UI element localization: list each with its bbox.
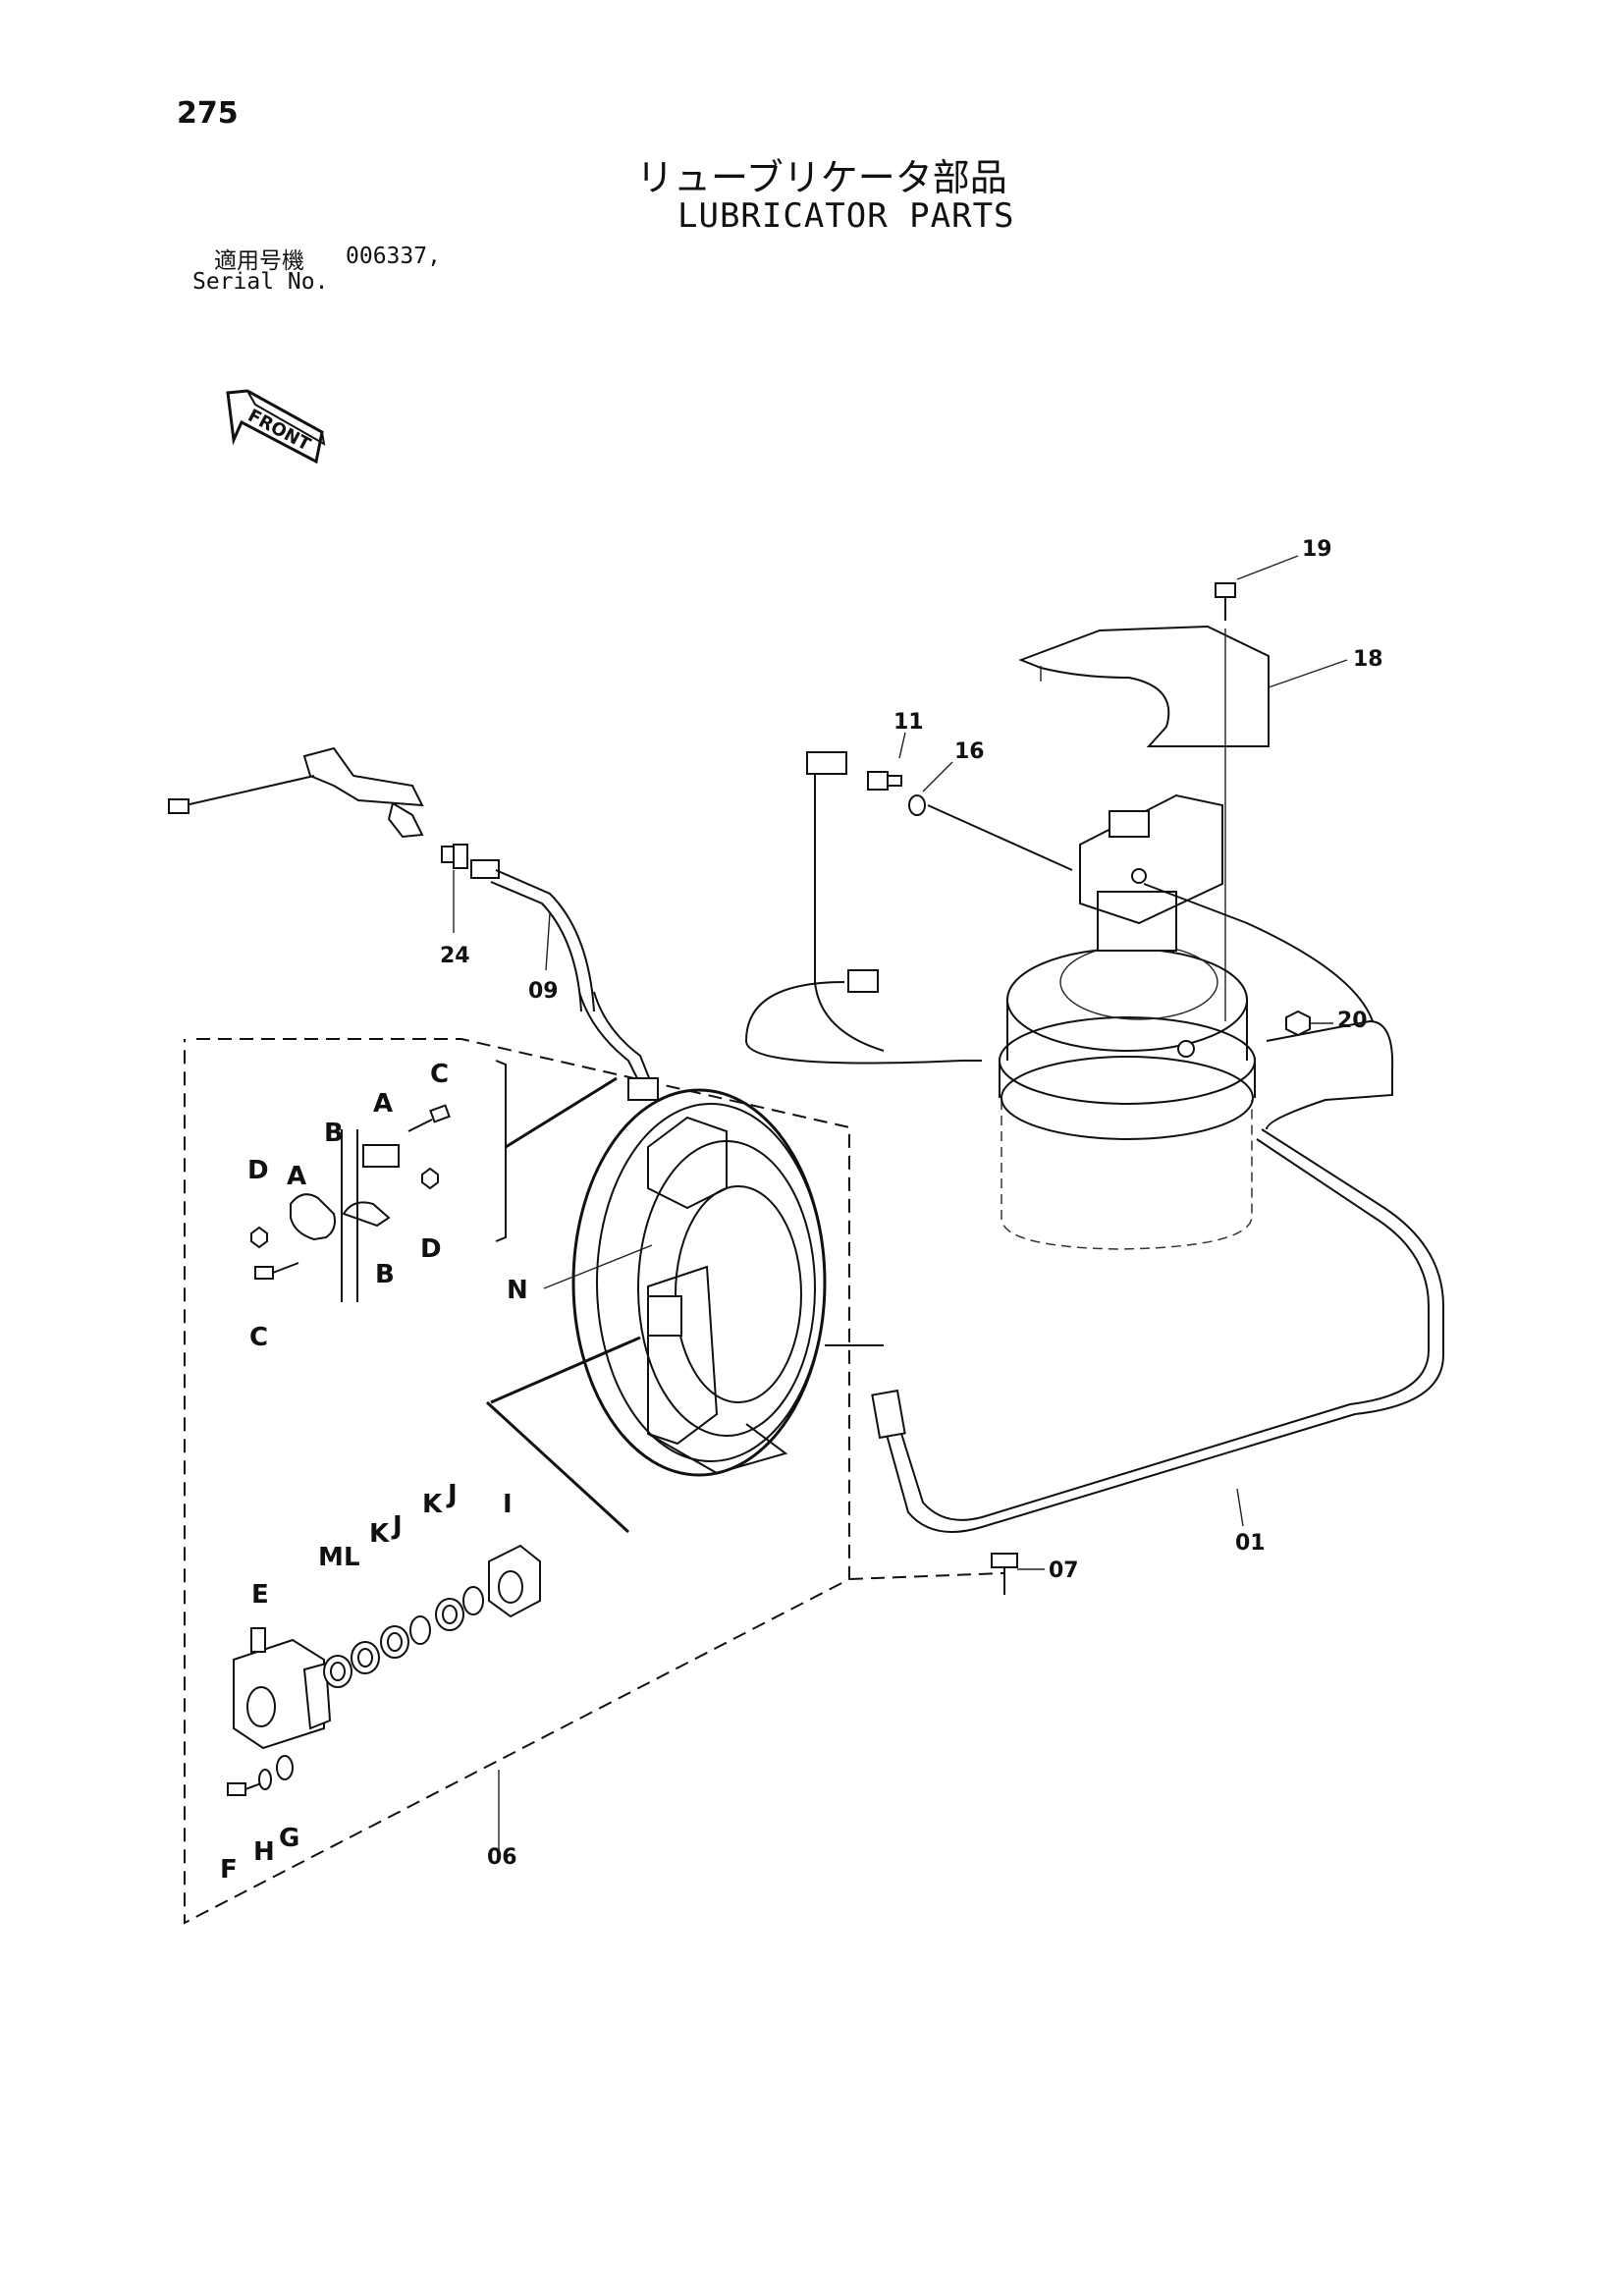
callout-f: F <box>220 1855 238 1885</box>
sub-assembly-outline <box>184 1038 850 1925</box>
bracket-18 <box>1018 625 1270 1021</box>
hose-09 <box>490 869 659 1101</box>
serial-label-japanese: 適用号機 <box>214 248 304 274</box>
callout-e: E <box>251 1580 269 1610</box>
callout-07: 07 <box>1049 1558 1079 1583</box>
callout-18: 18 <box>1353 647 1383 672</box>
callout-c-bottom: C <box>249 1323 268 1352</box>
callout-24: 24 <box>440 944 470 968</box>
callout-k-left: K <box>369 1519 390 1549</box>
callout-a-right: A <box>373 1089 393 1119</box>
callout-g: G <box>279 1824 299 1853</box>
callout-k-right: K <box>422 1490 443 1519</box>
callout-01: 01 <box>1235 1531 1266 1556</box>
bolt-07 <box>991 1553 1018 1595</box>
page-number: 275 <box>177 96 239 131</box>
tube-16 <box>927 804 1073 871</box>
fitting-11 <box>867 771 902 791</box>
callout-06: 06 <box>487 1845 517 1870</box>
swivel-parts <box>227 1544 541 1796</box>
serial-number-value: 006337, <box>346 244 441 269</box>
front-arrow-icon: FRONT <box>226 389 326 465</box>
callout-20: 20 <box>1337 1009 1368 1033</box>
callout-b-top: B <box>324 1119 344 1148</box>
callout-d-right: D <box>420 1234 442 1264</box>
callout-19: 19 <box>1302 537 1332 562</box>
nut-20 <box>1285 1010 1311 1037</box>
callout-d-left: D <box>247 1156 269 1185</box>
callout-j-left: J <box>391 1511 403 1541</box>
leader-line <box>485 1400 630 1534</box>
callout-16: 16 <box>954 739 985 764</box>
callout-h: H <box>253 1837 275 1867</box>
bolt-19 <box>1215 582 1236 621</box>
hose-reel <box>571 1088 884 1477</box>
callout-j-right: J <box>446 1480 458 1509</box>
grease-gun <box>168 746 500 879</box>
washer-16 <box>908 794 926 816</box>
callout-09: 09 <box>528 979 559 1004</box>
leader-line <box>490 1336 641 1404</box>
callout-m: M <box>318 1543 344 1572</box>
callout-b-bottom: B <box>375 1260 395 1289</box>
leader-line <box>505 1076 618 1149</box>
page-title-japanese: リューブリケータ部品 <box>636 156 1007 199</box>
callout-n: N <box>507 1276 528 1305</box>
callout-c-top: C <box>430 1060 449 1089</box>
lubricator-pump <box>999 793 1256 1250</box>
callout-i: I <box>503 1490 513 1519</box>
page-title-english: LUBRICATOR PARTS <box>677 196 1015 236</box>
clamp-parts <box>250 1060 507 1302</box>
main-pipe-01 <box>744 883 1444 1533</box>
serial-label-english: Serial No. <box>192 269 329 295</box>
hose-upper <box>806 751 885 1052</box>
callout-a-left: A <box>287 1162 306 1191</box>
leader-dash <box>848 1572 1004 1580</box>
callout-l: L <box>344 1543 360 1572</box>
callout-leaders <box>453 555 1348 1852</box>
callout-11: 11 <box>893 710 924 735</box>
